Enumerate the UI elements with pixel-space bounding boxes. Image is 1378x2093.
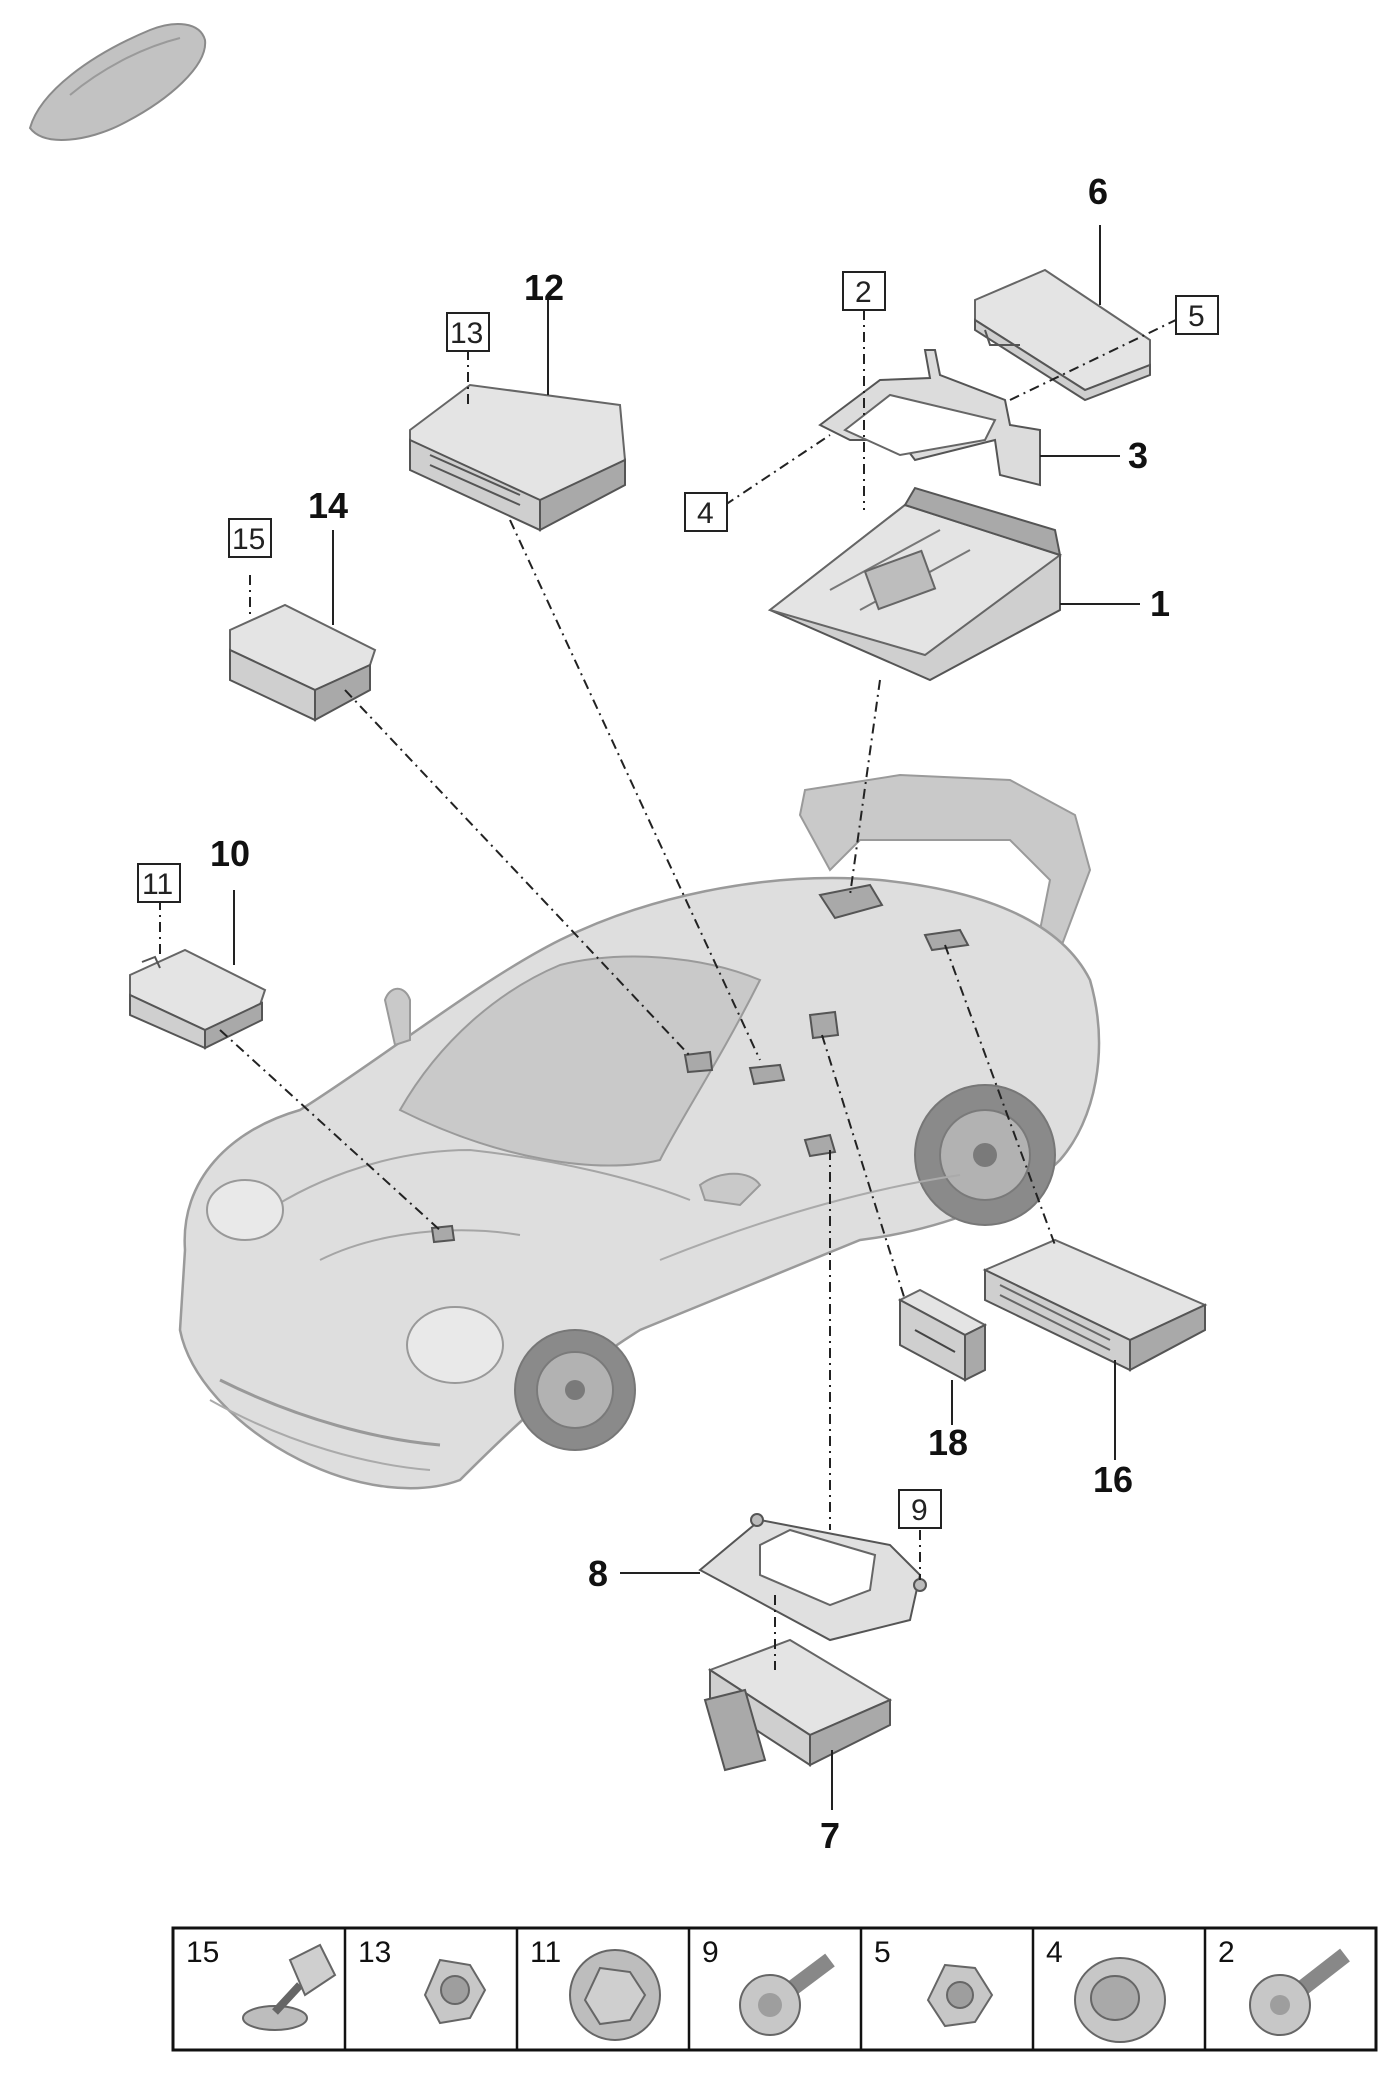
callout-10: 10: [210, 833, 250, 874]
torx-screw-icon: [1249, 1948, 1350, 2036]
leader-lines: [233, 225, 1140, 1810]
cover-6: [974, 268, 1151, 402]
callout-7: 7: [820, 1815, 840, 1856]
callout-14: 14: [308, 485, 348, 526]
callout-8: 8: [588, 1553, 608, 1594]
vehicle-body: [178, 773, 1101, 1490]
table-cell-number: 5: [874, 1936, 891, 1969]
callout-16: 16: [1093, 1459, 1133, 1500]
hex-nut-icon: [926, 1963, 994, 2028]
boxed-callout-4: 4: [697, 497, 714, 530]
boxed-callout-5: 5: [1188, 300, 1205, 333]
module-10: [129, 948, 267, 1050]
hardware-table: 15 13 11 9 5 4: [171, 1926, 1378, 2052]
car-thumbnail-icon: [28, 23, 207, 141]
table-cell-number: 4: [1046, 1936, 1063, 1969]
part-callouts: 1 3 6 12 14 10 18 16 8 7: [210, 171, 1170, 1856]
boxed-callout-13: 13: [450, 317, 483, 350]
callout-12: 12: [524, 267, 564, 308]
table-cell-number: 15: [186, 1936, 219, 1969]
hex-nut-icon: [423, 1958, 487, 2025]
callout-6: 6: [1088, 171, 1108, 212]
table-cell-number: 2: [1218, 1936, 1235, 1969]
boxed-callout-15: 15: [232, 523, 265, 556]
callout-18: 18: [928, 1422, 968, 1463]
table-cell-number: 13: [358, 1936, 391, 1969]
callout-3: 3: [1128, 435, 1148, 476]
callout-1: 1: [1150, 583, 1170, 624]
module-12: [409, 383, 627, 532]
boxed-callouts: 2 4 5 13 15 11 9: [137, 271, 1219, 1529]
module-18: [897, 1288, 988, 1382]
module-14: [229, 603, 377, 722]
boxed-callout-2: 2: [855, 276, 872, 309]
boxed-callout-11: 11: [142, 868, 173, 901]
control-unit-1: [767, 486, 1063, 682]
table-cell-number: 11: [530, 1936, 561, 1969]
clip-rivet-icon: [242, 1943, 337, 2031]
module-7: [703, 1638, 893, 1772]
boxed-callout-9: 9: [911, 1494, 928, 1527]
flange-nut-icon: [569, 1949, 661, 2041]
installed-module-markers: [430, 883, 970, 1244]
spacer-bushing-icon: [1074, 1957, 1166, 2043]
table-cell-number: 9: [702, 1936, 719, 1969]
flange-screw-icon: [739, 1953, 835, 2036]
module-16: [982, 1238, 1208, 1372]
mounting-bracket-3: [818, 349, 1041, 487]
mounting-bracket-8: [698, 1513, 927, 1642]
dash-dot-lines: [159, 310, 1181, 1670]
